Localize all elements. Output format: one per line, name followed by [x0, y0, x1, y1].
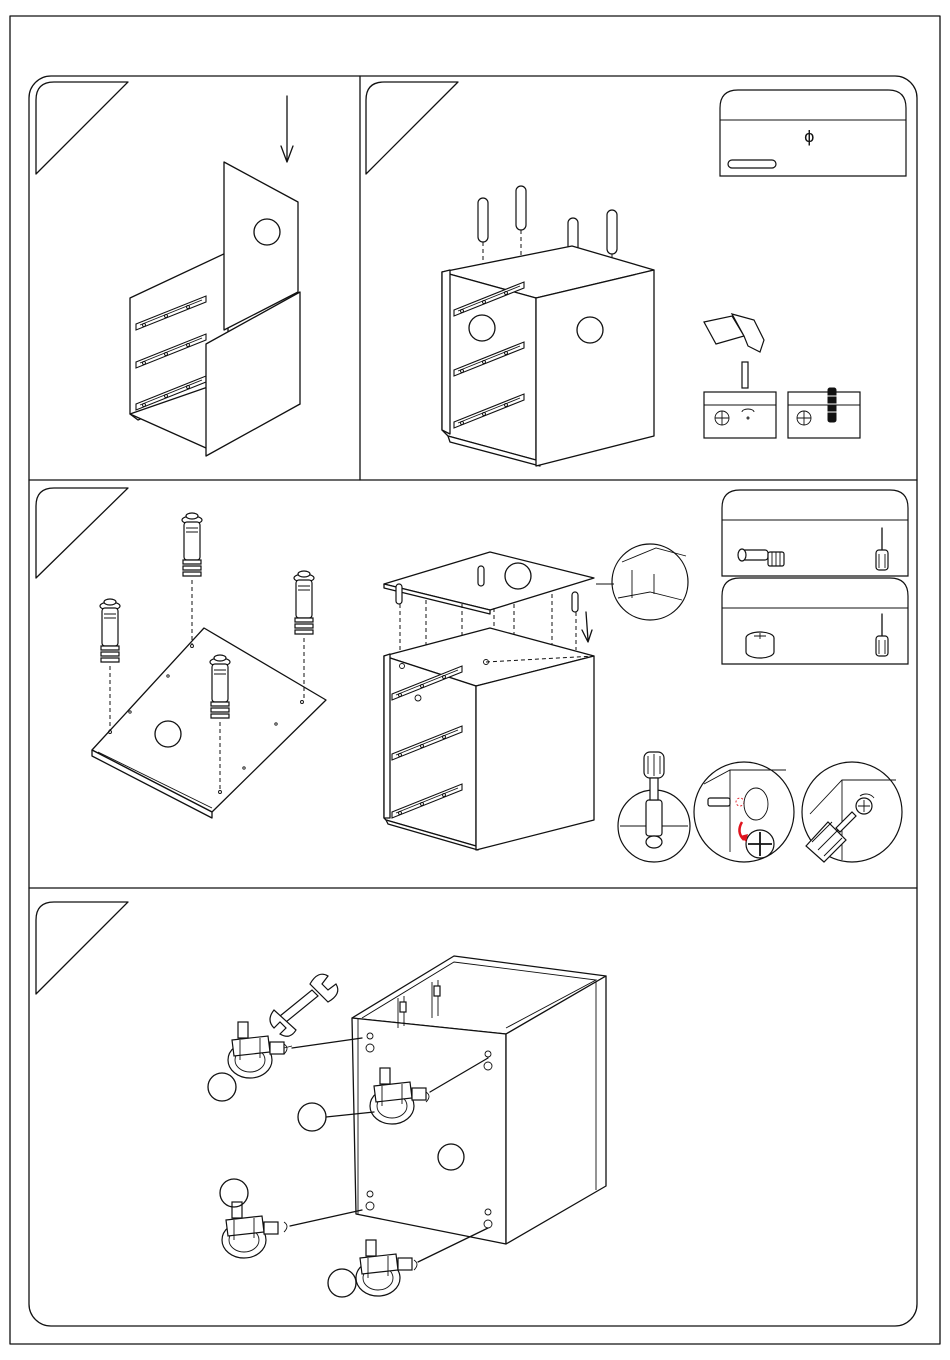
part-label-circle [208, 1073, 236, 1101]
step-1-illustration [130, 96, 300, 456]
caster-wheel [228, 1022, 292, 1078]
zoom-detail-joint [596, 544, 688, 620]
dowel-pin [516, 186, 526, 256]
step-4-badge [36, 902, 128, 994]
caster-wheel [356, 1240, 417, 1296]
cam-bolt [210, 655, 230, 718]
step-3-badge [36, 488, 128, 578]
zoom-detail-bolt-insert [618, 752, 690, 862]
dowel-pin [478, 198, 488, 268]
cam-bolt [100, 599, 120, 662]
step-2-badge [366, 82, 458, 174]
part-label-circle [328, 1269, 356, 1297]
step-1-badge [36, 82, 128, 174]
cam-bolt [182, 513, 202, 576]
zoom-detail-cam-turn [694, 762, 794, 862]
cam-bolt [294, 571, 314, 634]
part-label-circle [298, 1103, 326, 1131]
down-arrow [281, 96, 293, 162]
hardware-box-cam-lock [722, 578, 908, 664]
diameter-symbol: ϕ [804, 127, 815, 146]
hardware-box-cam-bolt [722, 490, 908, 576]
step-2-illustration: ϕ [442, 90, 906, 466]
dowel-detail-box [788, 388, 860, 438]
cam-lock-icon [746, 632, 774, 658]
step-3-illustration [92, 490, 908, 862]
zoom-detail-cam-tighten [802, 762, 902, 862]
hardware-box-dowel: ϕ [720, 90, 906, 176]
dowel-detail-box [704, 392, 776, 438]
caster-wheel [222, 1202, 287, 1258]
wrench-icon [270, 974, 338, 1036]
step-4-illustration [208, 956, 606, 1297]
dowel-icon [728, 160, 776, 168]
hammer-icon [704, 314, 764, 388]
